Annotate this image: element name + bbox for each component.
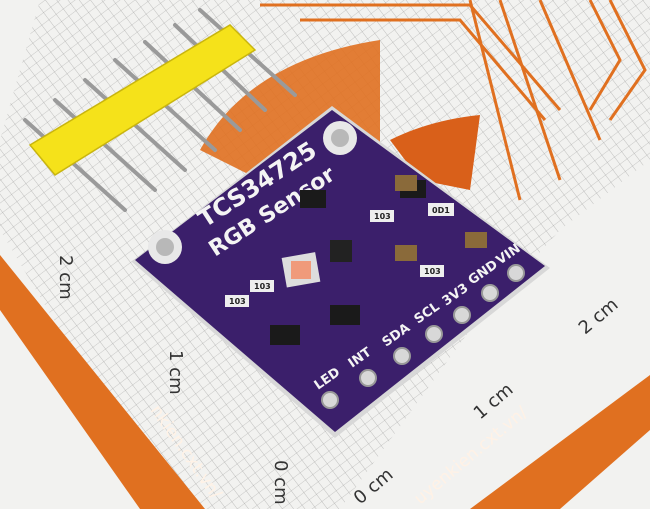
ruler-label-left-0: 0 cm	[270, 460, 291, 505]
orange-traces	[260, 0, 647, 201]
ruler-label-left-2: 2 cm	[55, 255, 76, 300]
ic	[330, 240, 352, 262]
resistors	[225, 210, 444, 307]
pin-header	[23, 8, 297, 212]
mosfet	[300, 190, 326, 208]
resistor-label: 103	[374, 212, 391, 221]
resistor-label: 103	[254, 282, 271, 291]
sensor-board: TCS34725 RGB Sensor 103 103 103 103 0D1	[132, 106, 550, 438]
header-plastic	[28, 24, 257, 176]
mosfet	[330, 305, 360, 325]
resistor-label: 103	[424, 267, 441, 276]
capacitors	[395, 175, 487, 261]
ruler-label-left-1: 1 cm	[165, 350, 186, 395]
regulator	[270, 325, 300, 345]
capacitor-marked	[428, 203, 454, 216]
capacitor-label: 0D1	[432, 206, 450, 215]
orange-band-left	[0, 255, 205, 509]
resistor-label: 103	[229, 297, 246, 306]
orange-shape-2	[390, 115, 480, 190]
orange-band-right	[470, 375, 650, 509]
pin-pads	[321, 264, 525, 409]
